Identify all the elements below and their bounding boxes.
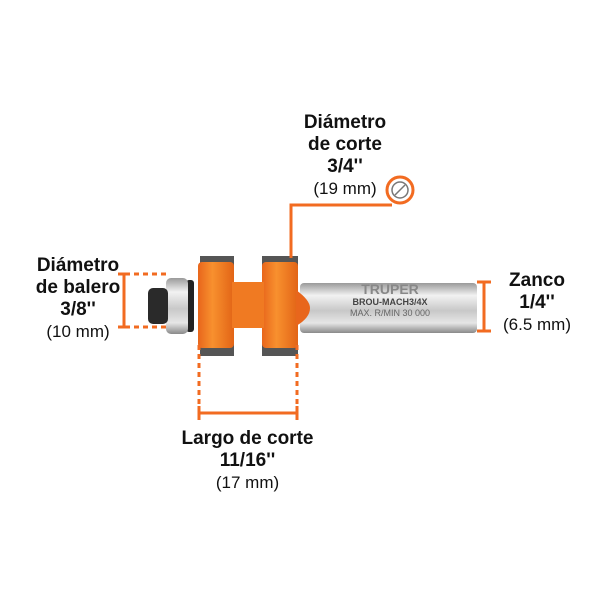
cut-diameter-value: 3/4'' (327, 156, 363, 177)
shank-model: BROU-MACH3/4X (352, 297, 427, 307)
cut-length-label: Largo de corte 11/16'' (17 mm) (175, 428, 320, 494)
bearing-diameter-label: Diámetro de balero 3/8'' (10 mm) (28, 255, 128, 343)
shank (300, 283, 477, 333)
shank-rpm: MAX. R/MIN 30 000 (350, 308, 430, 318)
cut-diameter-title: Diámetro (303, 112, 387, 133)
bearing-value: 3/8'' (60, 299, 96, 320)
dimension-lines (118, 175, 491, 420)
cut-diameter-title2: de corte (308, 134, 382, 155)
cut-diameter-label: Diámetro de corte 3/4'' (19 mm) (290, 112, 400, 200)
cut-diameter-metric: (19 mm) (313, 179, 377, 198)
shank-metric: (6.5 mm) (503, 315, 571, 334)
shank-title: Zanco (509, 270, 565, 291)
shank-label: Zanco 1/4'' (6.5 mm) (492, 270, 582, 336)
bearing-title: Diámetro (36, 255, 120, 276)
shank-value: 1/4'' (519, 292, 555, 313)
bearing-title2: de balero (35, 277, 121, 298)
bearing-metric: (10 mm) (46, 322, 110, 341)
bearing (148, 278, 194, 334)
shank-brand: TRUPER (361, 281, 419, 297)
cutter-body (198, 256, 310, 356)
diameter-icon (391, 181, 409, 199)
cut-length-title: Largo de corte (181, 428, 314, 449)
cut-length-value: 11/16'' (219, 450, 276, 471)
cut-length-metric: (17 mm) (215, 473, 280, 492)
